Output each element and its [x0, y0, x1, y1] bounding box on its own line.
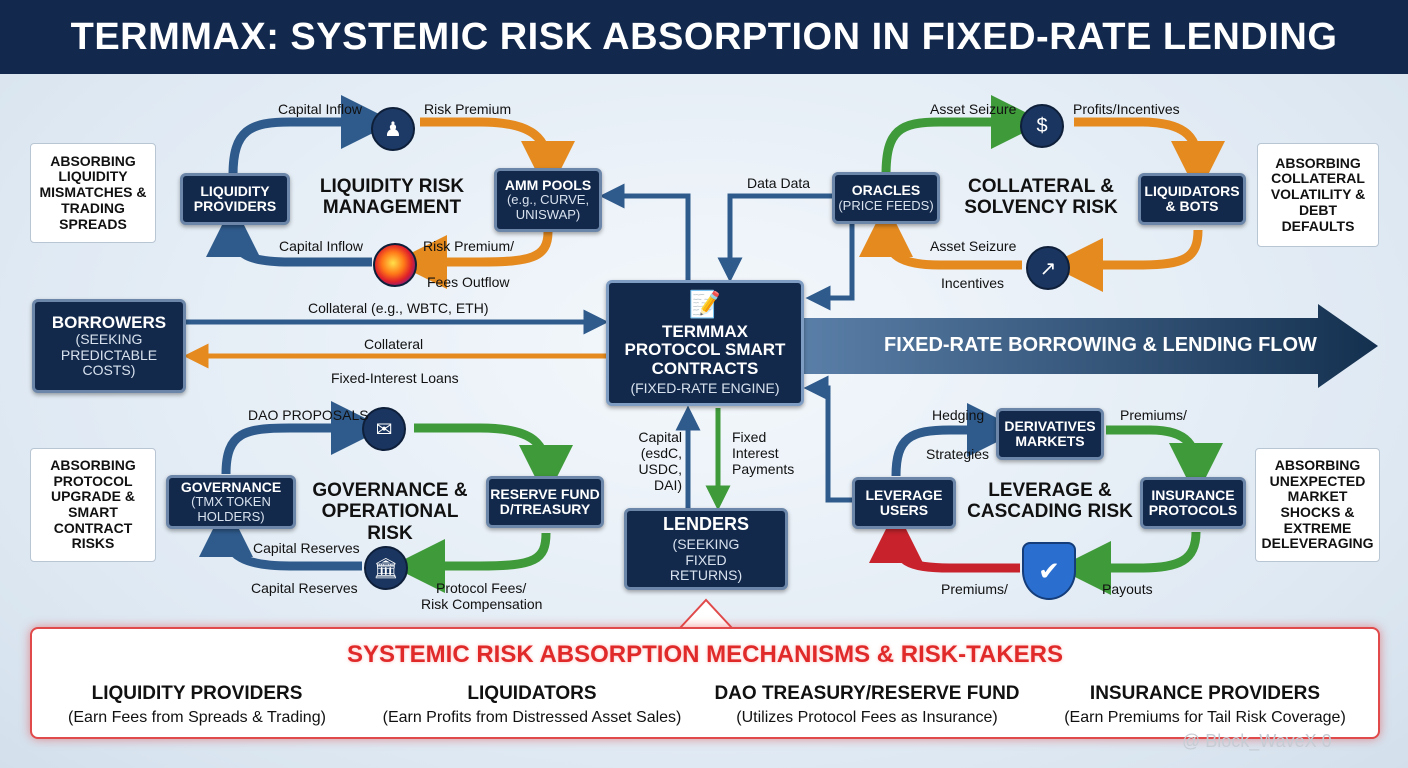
borrowers-sub: (SEEKING PREDICTABLE COSTS)	[60, 331, 158, 379]
chart-icon: ↗	[1026, 246, 1070, 290]
liquidators-box: LIQUIDATORS & BOTS	[1138, 173, 1246, 225]
risk-taker-title: LIQUIDITY PROVIDERS	[91, 683, 303, 704]
borrowers-title: BORROWERS	[51, 312, 167, 332]
label-risk-premium-top: Risk Premium	[424, 101, 512, 117]
label-risk-premium-bottom: Risk Premium/	[423, 238, 515, 254]
risk-taker-desc: (Utilizes Protocol Fees as Insurance)	[736, 709, 998, 726]
label-lender-capital: Capital (esdC, USDC, DAI)	[638, 429, 682, 494]
side-note-governance: ABSORBING PROTOCOL UPGRADE & SMART CONTR…	[30, 448, 156, 562]
risk-taker-desc: (Earn Profits from Distressed Asset Sale…	[382, 709, 682, 726]
termmax-protocol-box: 📝 TERMMAX PROTOCOL SMART CONTRACTS (FIXE…	[606, 280, 804, 406]
borrowers-box: BORROWERS (SEEKING PREDICTABLE COSTS)	[32, 299, 186, 393]
oracles-sub: (PRICE FEEDS)	[838, 197, 934, 213]
label-payouts: Payouts	[1102, 581, 1153, 597]
liquidity-providers-box: LIQUIDITY PROVIDERS	[180, 173, 290, 225]
risk-absorption-title: SYSTEMIC RISK ABSORPTION MECHANISMS & RI…	[346, 641, 1064, 668]
label-premiums-bottom: Premiums/	[941, 581, 1008, 597]
flow-label: FIXED-RATE BORROWING & LENDING FLOW	[884, 334, 1317, 356]
label-dao-proposals: DAO PROPOSALS	[248, 407, 369, 423]
amm-pools-box: AMM POOLS (e.g., CURVE, UNISWAP)	[494, 168, 602, 232]
label-strategies: Strategies	[926, 446, 990, 462]
protocol-title: TERMMAX PROTOCOL SMART CONTRACTS	[624, 321, 786, 378]
side-note-liquidity: ABSORBING LIQUIDITY MISMATCHES & TRADING…	[30, 143, 156, 243]
lenders-box: LENDERS (SEEKING FIXED RETURNS)	[624, 508, 788, 590]
label-collateral-out: Collateral	[364, 336, 424, 352]
label-data: Data Data	[747, 175, 811, 191]
side-note-leverage: ABSORBING UNEXPECTED MARKET SHOCKS & EXT…	[1255, 448, 1380, 562]
governance-title: GOVERNANCE	[180, 479, 282, 495]
lenders-title: LENDERS	[662, 513, 749, 534]
risk-taker-desc: (Earn Premiums for Tail Risk Coverage)	[1064, 709, 1346, 726]
reserve-fund-box: RESERVE FUND D/TREASURY	[486, 476, 604, 528]
label-capital-reserves-1: Capital Reserves	[253, 540, 360, 556]
leverage-users-box: LEVERAGE USERS	[852, 477, 956, 529]
risk-taker-dao-treasury: DAO TREASURY/RESERVE FUND (Utilizes Prot…	[702, 683, 1032, 727]
vote-icon: ✉	[362, 407, 406, 451]
risk-absorption-panel: SYSTEMIC RISK ABSORPTION MECHANISMS & RI…	[30, 627, 1380, 739]
risk-taker-title: DAO TREASURY/RESERVE FUND	[714, 683, 1020, 704]
liquidity-risk-category: LIQUIDITY RISK MANAGEMENT	[319, 176, 465, 219]
label-incentives: Incentives	[941, 275, 1005, 291]
label-capital-inflow-bottom: Capital Inflow	[279, 238, 364, 254]
label-asset-seizure-bottom: Asset Seizure	[930, 238, 1017, 254]
user-icon: ♟	[371, 107, 415, 151]
lenders-sub: (SEEKING FIXED RETURNS)	[669, 536, 743, 584]
insurance-protocols-box: INSURANCE PROTOCOLS	[1140, 477, 1246, 529]
label-protocol-fees: Protocol Fees/	[436, 580, 527, 596]
label-collateral-in: Collateral (e.g., WBTC, ETH)	[308, 300, 489, 316]
oracles-title: ORACLES	[851, 182, 921, 199]
governance-box: GOVERNANCE (TMX TOKEN HOLDERS)	[166, 475, 296, 529]
risk-taker-title: LIQUIDATORS	[467, 683, 597, 704]
risk-taker-desc: (Earn Fees from Spreads & Trading)	[68, 709, 326, 726]
shield-check-icon: ✔	[1022, 542, 1076, 600]
amm-pools-title: AMM POOLS	[504, 177, 592, 193]
collateral-risk-category: COLLATERAL & SOLVENCY RISK	[964, 176, 1118, 219]
risk-taker-liquidity-providers: LIQUIDITY PROVIDERS (Earn Fees from Spre…	[32, 683, 362, 727]
label-risk-compensation: Risk Compensation	[421, 596, 543, 612]
page-title: TERMMAX: SYSTEMIC RISK ABSORPTION IN FIX…	[70, 15, 1338, 58]
label-premiums-top: Premiums/	[1120, 407, 1187, 423]
label-fees-outflow: Fees Outflow	[427, 274, 510, 290]
label-hedging: Hedging	[932, 407, 985, 423]
risk-taker-liquidators: LIQUIDATORS (Earn Profits from Distresse…	[362, 683, 702, 727]
side-note-collateral: ABSORBING COLLATERAL VOLATILITY & DEBT D…	[1257, 143, 1379, 247]
document-pen-icon: 📝	[688, 288, 722, 319]
oracles-box: ORACLES (PRICE FEEDS)	[832, 172, 940, 224]
derivatives-markets-box: DERIVATIVES MARKETS	[996, 408, 1104, 460]
label-capital-reserves-2: Capital Reserves	[251, 580, 358, 596]
label-fixed-interest-loans: Fixed-Interest Loans	[331, 370, 459, 386]
risk-taker-insurance-providers: INSURANCE PROVIDERS (Earn Premiums for T…	[1032, 683, 1378, 727]
protocol-sub: (FIXED-RATE ENGINE)	[630, 379, 780, 396]
label-profits-incentives: Profits/Incentives	[1073, 101, 1180, 117]
heatmap-icon	[373, 243, 417, 287]
fixed-rate-flow-arrow	[800, 304, 1378, 388]
label-asset-seizure-top: Asset Seizure	[930, 101, 1017, 117]
title-bar: TERMMAX: SYSTEMIC RISK ABSORPTION IN FIX…	[0, 0, 1408, 74]
leverage-risk-category: LEVERAGE & CASCADING RISK	[967, 480, 1133, 523]
label-fixed-interest-payments: Fixed Interest Payments	[732, 429, 795, 478]
risk-taker-title: INSURANCE PROVIDERS	[1089, 683, 1321, 704]
governance-sub: (TMX TOKEN HOLDERS)	[191, 494, 271, 524]
amm-pools-sub: (e.g., CURVE, UNISWAP)	[506, 192, 590, 222]
bank-icon: 🏛	[364, 546, 408, 590]
money-icon: $	[1020, 104, 1064, 148]
label-capital-inflow-top: Capital Inflow	[278, 101, 363, 117]
governance-risk-category: GOVERNANCE & OPERATIONAL RISK	[312, 480, 468, 544]
watermark: @ Block_WaveX 0	[1182, 731, 1332, 751]
